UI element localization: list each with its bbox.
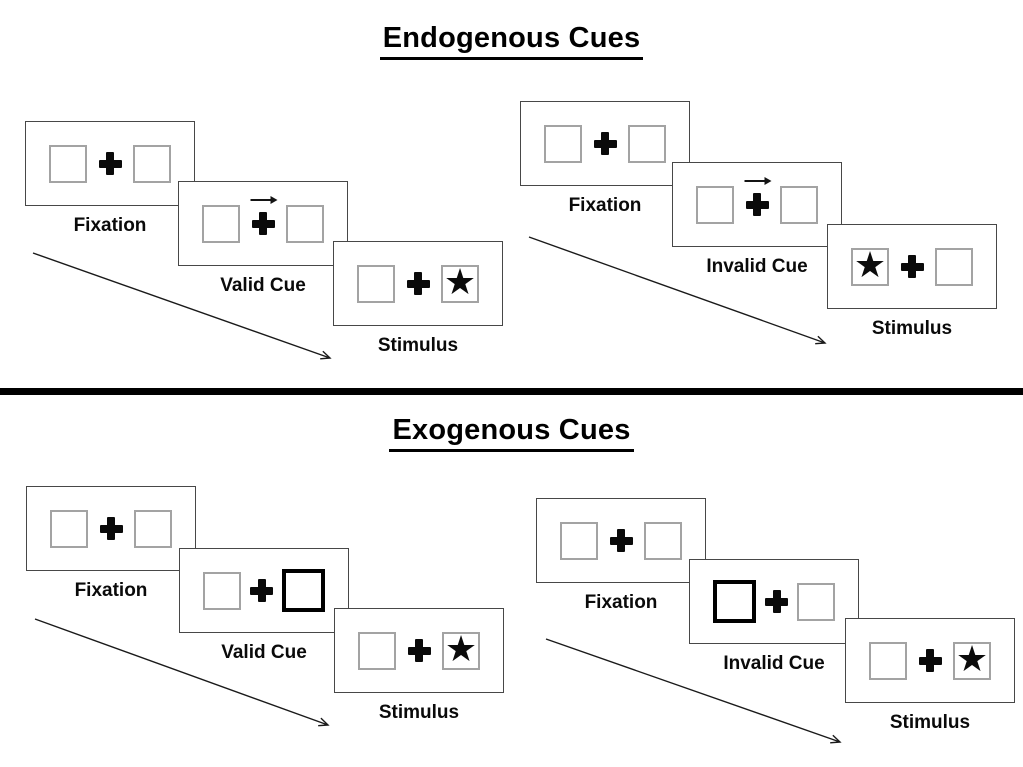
star-icon: ★ <box>853 243 887 285</box>
panel-label-fixation: Fixation <box>73 215 147 236</box>
fixation-cluster <box>98 152 122 175</box>
fixation-cluster <box>250 196 278 235</box>
panel-label-stimulus: Stimulus <box>377 335 459 356</box>
fixation-cluster <box>407 639 431 662</box>
left-bold-cue-box: ★ <box>713 580 756 623</box>
right-placeholder-box: ★ <box>953 637 991 680</box>
panel-endogenous-invalid-cue: ★ ★ <box>672 162 842 247</box>
fixation-cross-icon <box>99 517 123 540</box>
fixation-cross-icon <box>918 649 942 672</box>
right-placeholder-box: ★ <box>644 521 682 560</box>
right-placeholder-box: ★ <box>134 509 172 548</box>
timeline-arrow-endogenous-invalid <box>528 236 827 345</box>
panel-label-stimulus: Stimulus <box>871 318 953 339</box>
right-arrow-cue-icon <box>250 196 278 204</box>
timeline-arrow-endogenous-valid <box>32 252 332 360</box>
left-placeholder-box: ★ <box>869 641 907 680</box>
panel-exogenous-valid-stimulus: ★ ★ <box>334 608 504 693</box>
star-icon: ★ <box>444 627 478 669</box>
fixation-cross-icon <box>407 639 431 662</box>
panel-label-fixation: Fixation <box>584 592 658 613</box>
right-placeholder-box: ★ <box>442 627 480 670</box>
left-placeholder-box: ★ <box>50 509 88 548</box>
left-placeholder-box: ★ <box>202 204 240 243</box>
panel-label-invalid-cue: Invalid Cue <box>723 653 825 674</box>
fixation-cross-icon <box>765 590 788 613</box>
fixation-cluster <box>593 132 617 155</box>
right-placeholder-box: ★ <box>935 247 973 286</box>
right-placeholder-box: ★ <box>780 185 818 224</box>
endogenous-section-title: Endogenous Cues <box>379 22 644 60</box>
fixation-cluster <box>918 649 942 672</box>
panel-endogenous-valid-fixation: ★ ★ <box>25 121 195 206</box>
fixation-cross-icon <box>250 579 273 602</box>
right-placeholder-box: ★ <box>797 582 835 621</box>
panel-exogenous-invalid-stimulus: ★ ★ <box>845 618 1015 703</box>
left-placeholder-box: ★ <box>358 631 396 670</box>
fixation-cluster <box>99 517 123 540</box>
fixation-cross-icon <box>900 255 924 278</box>
fixation-cross-icon <box>98 152 122 175</box>
panel-endogenous-valid-stimulus: ★ ★ <box>333 241 503 326</box>
exogenous-section-title: Exogenous Cues <box>389 414 634 452</box>
section-divider <box>0 388 1023 395</box>
panel-exogenous-valid-fixation: ★ ★ <box>26 486 196 571</box>
panel-label-fixation: Fixation <box>74 580 148 601</box>
right-placeholder-box: ★ <box>628 124 666 163</box>
panel-exogenous-invalid-fixation: ★ ★ <box>536 498 706 583</box>
panel-endogenous-invalid-fixation: ★ ★ <box>520 101 690 186</box>
left-placeholder-box: ★ <box>851 243 889 286</box>
left-placeholder-box: ★ <box>357 264 395 303</box>
panel-endogenous-valid-cue: ★ ★ <box>178 181 348 266</box>
fixation-cluster <box>250 579 273 602</box>
fixation-cluster <box>406 272 430 295</box>
fixation-cluster <box>765 590 788 613</box>
endogenous-title-row: Endogenous Cues <box>0 22 1023 60</box>
panel-label-invalid-cue: Invalid Cue <box>706 256 808 277</box>
left-placeholder-box: ★ <box>696 185 734 224</box>
star-icon: ★ <box>443 260 477 302</box>
panel-label-fixation: Fixation <box>568 195 642 216</box>
fixation-cluster <box>609 529 633 552</box>
panel-label-stimulus: Stimulus <box>889 712 971 733</box>
fixation-cross-icon <box>745 193 769 216</box>
left-placeholder-box: ★ <box>203 571 241 610</box>
exogenous-title-row: Exogenous Cues <box>0 414 1023 452</box>
left-placeholder-box: ★ <box>560 521 598 560</box>
fixation-cluster <box>900 255 924 278</box>
right-placeholder-box: ★ <box>441 260 479 303</box>
fixation-cross-icon <box>593 132 617 155</box>
timeline-arrow-exogenous-valid <box>34 618 330 727</box>
panel-label-valid-cue: Valid Cue <box>221 642 307 663</box>
star-icon: ★ <box>955 637 989 679</box>
panel-endogenous-invalid-stimulus: ★ ★ <box>827 224 997 309</box>
fixation-cross-icon <box>406 272 430 295</box>
left-placeholder-box: ★ <box>49 144 87 183</box>
panel-exogenous-valid-cue: ★ ★ <box>179 548 349 633</box>
fixation-cross-icon <box>251 212 275 235</box>
panel-label-valid-cue: Valid Cue <box>220 275 306 296</box>
panel-label-stimulus: Stimulus <box>378 702 460 723</box>
right-bold-cue-box: ★ <box>282 569 325 612</box>
right-placeholder-box: ★ <box>133 144 171 183</box>
fixation-cross-icon <box>609 529 633 552</box>
panel-exogenous-invalid-cue: ★ ★ <box>689 559 859 644</box>
left-placeholder-box: ★ <box>544 124 582 163</box>
fixation-cluster <box>744 177 772 216</box>
right-arrow-cue-icon <box>744 177 772 185</box>
right-placeholder-box: ★ <box>286 204 324 243</box>
